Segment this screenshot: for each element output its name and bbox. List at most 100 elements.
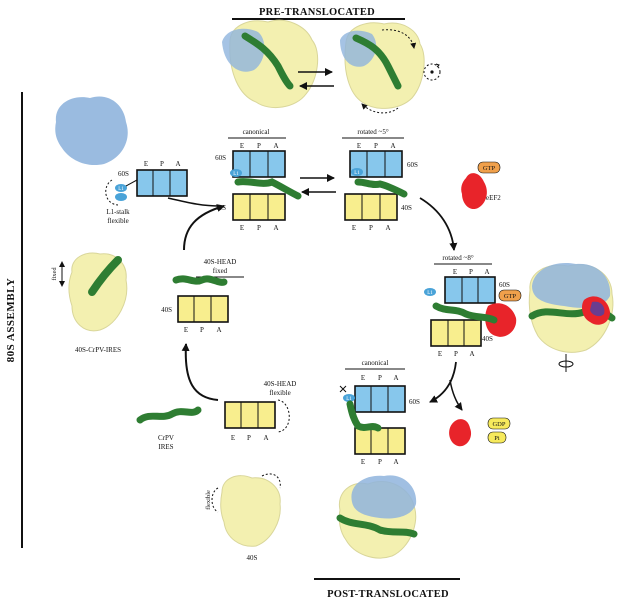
- crpv-label: CrPV: [158, 434, 174, 442]
- svg-text:E: E: [240, 142, 244, 150]
- svg-text:A: A: [393, 374, 398, 382]
- head-fixed-header-1: 40S-HEAD: [204, 258, 237, 266]
- canonical-top-40s-box: [232, 193, 286, 221]
- gdp-pill: [487, 417, 511, 430]
- svg-text:P: P: [200, 326, 204, 334]
- head-fixed-header-2: fixed: [213, 267, 228, 275]
- head-flexible-header-1: 40S-HEAD: [264, 380, 297, 388]
- rotated-8-60s-box: [444, 276, 496, 304]
- svg-text:E: E: [357, 142, 361, 150]
- svg-text:P: P: [454, 350, 458, 358]
- svg-text:A: A: [385, 224, 390, 232]
- canonical-bottom-header: canonical: [362, 359, 389, 367]
- arrow-flexible-to-fixed: [181, 343, 219, 401]
- free-60s-label: 60S: [118, 170, 129, 178]
- rotated-5-state: rotated ~5° E P A 60S L1 40S E P A: [342, 128, 418, 232]
- arrow-fixed-to-canonical: [183, 204, 225, 251]
- crpv-ires-group: CrPV IRES: [136, 406, 202, 451]
- head-fixed-40s-label: 40S: [161, 306, 172, 314]
- rotated-5-60s-label: 60S: [407, 161, 418, 169]
- svg-text:A: A: [273, 142, 278, 150]
- canonical-rotated-arrows: [300, 174, 336, 196]
- svg-text:A: A: [390, 142, 395, 150]
- head-flexible-state: 40S-HEAD flexible E P A: [224, 380, 297, 442]
- fixed-label: fixed: [51, 267, 58, 281]
- svg-text:E: E: [240, 224, 244, 232]
- svg-text:GDP: GDP: [492, 421, 505, 428]
- svg-text:E: E: [453, 268, 457, 276]
- rotated-8-header: rotated ~8°: [442, 254, 473, 262]
- released-eef2-structure: [449, 419, 472, 447]
- gtp-pill-top: [477, 161, 501, 174]
- top-left-ribosome-structure: [222, 19, 319, 109]
- rotated-5-40s-box: [344, 193, 398, 221]
- svg-text:GTP: GTP: [504, 293, 517, 300]
- rotation-icon: [423, 63, 441, 81]
- svg-text:A: A: [216, 326, 221, 334]
- canonical-top-state: canonical 60S E P A L1 40S E P A: [215, 128, 302, 232]
- svg-text:A: A: [484, 268, 489, 276]
- pre-translocated-title-group: PRE-TRANSLOCATED: [232, 7, 405, 20]
- pre-translocated-title: PRE-TRANSLOCATED: [259, 7, 375, 18]
- canonical-top-header: canonical: [243, 128, 270, 136]
- canonical-bottom-60s-label: 60S: [409, 398, 420, 406]
- top-right-ribosome-structure: [340, 22, 425, 114]
- canonical-bottom-state: canonical E P A 60S L1 E P A: [339, 359, 420, 466]
- top-exchange-arrows: [298, 68, 334, 90]
- rotated-8-60s-label: 60S: [499, 281, 510, 289]
- crpv-complex-label: 40S-CrPV-IRES: [75, 346, 121, 354]
- svg-text:E: E: [184, 326, 188, 334]
- free-site-a: A: [175, 160, 180, 168]
- free-l1-stalk: [115, 184, 127, 192]
- head-fixed-40s-box: [177, 295, 229, 323]
- svg-text:E: E: [231, 434, 235, 442]
- svg-text:E: E: [361, 374, 365, 382]
- svg-text:A: A: [393, 458, 398, 466]
- head-fixed-state: 40S-HEAD fixed 40S E P A: [161, 258, 244, 334]
- rotated-8-40s-box: [430, 319, 482, 347]
- post-translocated-title-group: POST-TRANSLOCATED: [314, 578, 460, 600]
- arrow-release-gdp: [449, 379, 463, 411]
- svg-text:E: E: [438, 350, 442, 358]
- svg-text:P: P: [469, 268, 473, 276]
- svg-text:P: P: [247, 434, 251, 442]
- svg-text:A: A: [469, 350, 474, 358]
- head-flexible-header-2: flexible: [269, 389, 290, 397]
- svg-text:P: P: [378, 374, 382, 382]
- gtp-pill-rotated: [498, 289, 522, 302]
- released-eef2-group: GDP Pi: [449, 417, 511, 447]
- free-note-line1: L1-stalk: [106, 208, 130, 216]
- free-site-p: P: [160, 160, 164, 168]
- free-site-e: E: [144, 160, 148, 168]
- side-title: 80S ASSEMBLY: [5, 278, 17, 363]
- pi-pill: [487, 431, 507, 444]
- svg-text:P: P: [369, 224, 373, 232]
- crpv-ires-structure: [136, 406, 202, 424]
- svg-text:P: P: [257, 142, 261, 150]
- svg-text:A: A: [263, 434, 268, 442]
- eef2-gtp-group: GTP eEF2: [461, 161, 501, 210]
- svg-text:GTP: GTP: [483, 165, 496, 172]
- free-note-line2: flexible: [107, 217, 128, 225]
- svg-text:E: E: [361, 458, 365, 466]
- flexible-label: flexible: [205, 490, 212, 510]
- right-ribosome-eef2-structure: [528, 262, 616, 353]
- free-60s-box: [136, 169, 188, 197]
- crpv-complex-structure: fixed 40S-CrPV-IRES: [51, 252, 128, 354]
- rotated-5-header: rotated ~5°: [357, 128, 388, 136]
- rotated-5-40s-label: 40S: [401, 204, 412, 212]
- svg-text:Pi: Pi: [494, 435, 500, 442]
- canonical-bottom-40s-box: [354, 427, 406, 455]
- free-60s-box-group: 60S E P A L1 L1-stalk flexible: [105, 160, 188, 225]
- head-flexible-40s-box: [224, 401, 276, 429]
- rotated-8-40s-label: 40S: [482, 335, 493, 343]
- ires-label: IRES: [158, 443, 173, 451]
- bottom-ribosome-structure: [336, 475, 418, 559]
- svg-text:E: E: [352, 224, 356, 232]
- eef2-label: eEF2: [486, 194, 501, 202]
- rotated-8-state: rotated ~8° E P A 60S L1 GTP 40S E P A: [424, 254, 522, 358]
- eef2-structure: [461, 173, 487, 210]
- arrow-60s-join: [167, 197, 221, 207]
- canonical-top-60s-label: 60S: [215, 154, 226, 162]
